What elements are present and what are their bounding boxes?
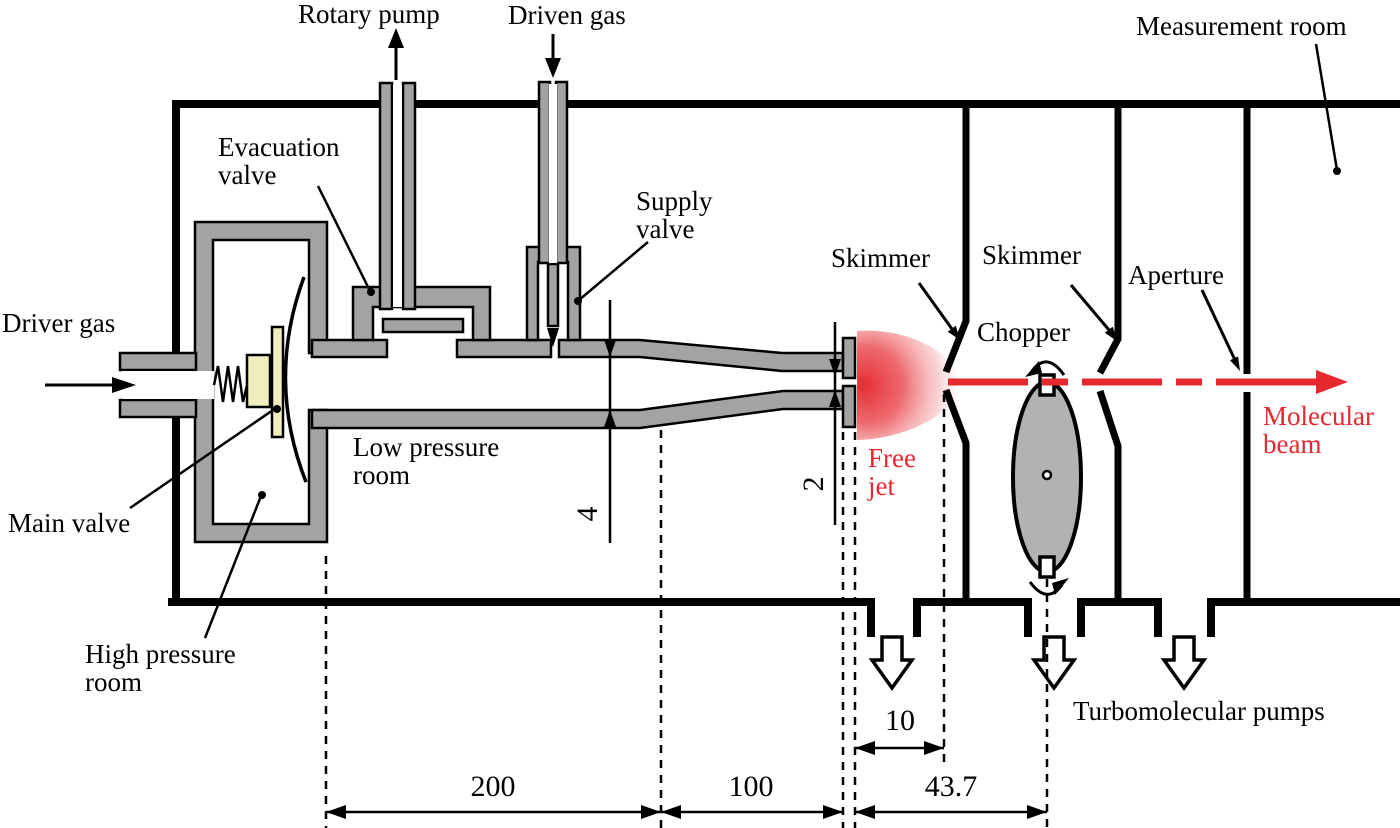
high-pressure-room-label: High pressure room (85, 639, 236, 697)
rotary-pump-label: Rotary pump (298, 0, 440, 29)
measurement-room-label: Measurement room (1136, 11, 1347, 41)
driven-gas-label: Driven gas (508, 0, 626, 30)
supply-valve-body (525, 245, 582, 347)
high-pressure-room-leader (203, 491, 266, 639)
dimension-100 (661, 805, 843, 819)
low-pressure-tube (310, 338, 845, 430)
chopper-disk (1011, 373, 1083, 579)
chopper-rotation-arrow-top (1025, 360, 1066, 377)
molecular-beam-label: Molecular beam (1263, 401, 1374, 459)
driver-gas-pipe (118, 351, 214, 419)
dimension-200 (326, 805, 661, 819)
nozzle-plates (841, 336, 857, 429)
skimmer-2-leader (1069, 284, 1117, 341)
skimmer-1-leader (917, 282, 960, 340)
driver-gas-label: Driver gas (2, 308, 116, 338)
driven-gas-pipe (537, 80, 569, 265)
main-valve-diaphragm (283, 276, 308, 483)
evacuation-valve-leader (316, 185, 375, 296)
dimension-10 (855, 741, 944, 755)
rotary-pump-pipe (378, 81, 417, 311)
skimmer-wall-2 (1096, 104, 1122, 598)
low-pressure-room-label: Low pressure room (353, 432, 500, 490)
turbo-pump-arrow-2 (1030, 635, 1078, 692)
dim-43-7-value: 43.7 (924, 770, 978, 803)
supply-valve-label: Supply valve (636, 186, 713, 244)
free-jet-label: Free jet (868, 443, 916, 501)
rotary-pump-arrow (388, 28, 404, 80)
chopper-label: Chopper (977, 317, 1070, 347)
turbo-pump-arrow-3 (1160, 635, 1208, 692)
aperture-label: Aperture (1128, 260, 1224, 290)
main-valve-leader (129, 405, 281, 510)
aperture-leader (1200, 289, 1240, 371)
evacuation-valve-label: Evacuation valve (218, 132, 340, 190)
turbomolecular-pumps-label: Turbomolecular pumps (1073, 696, 1325, 726)
dim-10-value: 10 (885, 704, 915, 737)
dimension-2 (829, 322, 841, 525)
measurement-room-leader (1314, 43, 1341, 175)
dim-4-value: 4 (571, 506, 604, 522)
dimension-reference-lines (324, 394, 1049, 828)
molecular-beam-line (948, 370, 1348, 394)
dimension-4 (604, 300, 616, 543)
dim-2-value: 2 (797, 476, 830, 492)
supply-valve-leader (574, 241, 649, 305)
skimmer-1-label: Skimmer (831, 243, 930, 273)
driven-gas-arrow (545, 34, 561, 78)
main-valve-label: Main valve (8, 508, 131, 538)
dim-100-value: 100 (728, 770, 774, 803)
skimmer-wall-1 (942, 104, 970, 598)
main-valve-poppet (245, 325, 285, 439)
dimension-43-7 (855, 805, 1047, 819)
free-jet-plume (857, 330, 958, 440)
main-valve-spring (212, 365, 249, 403)
chamber-walls (168, 100, 1400, 637)
chopper-rotation-arrow-bottom (1028, 578, 1069, 596)
turbo-pump-arrow-1 (868, 635, 916, 692)
driver-gas-arrow (45, 377, 136, 393)
dim-200-value: 200 (470, 770, 516, 803)
skimmer-2-label: Skimmer (982, 240, 1081, 270)
